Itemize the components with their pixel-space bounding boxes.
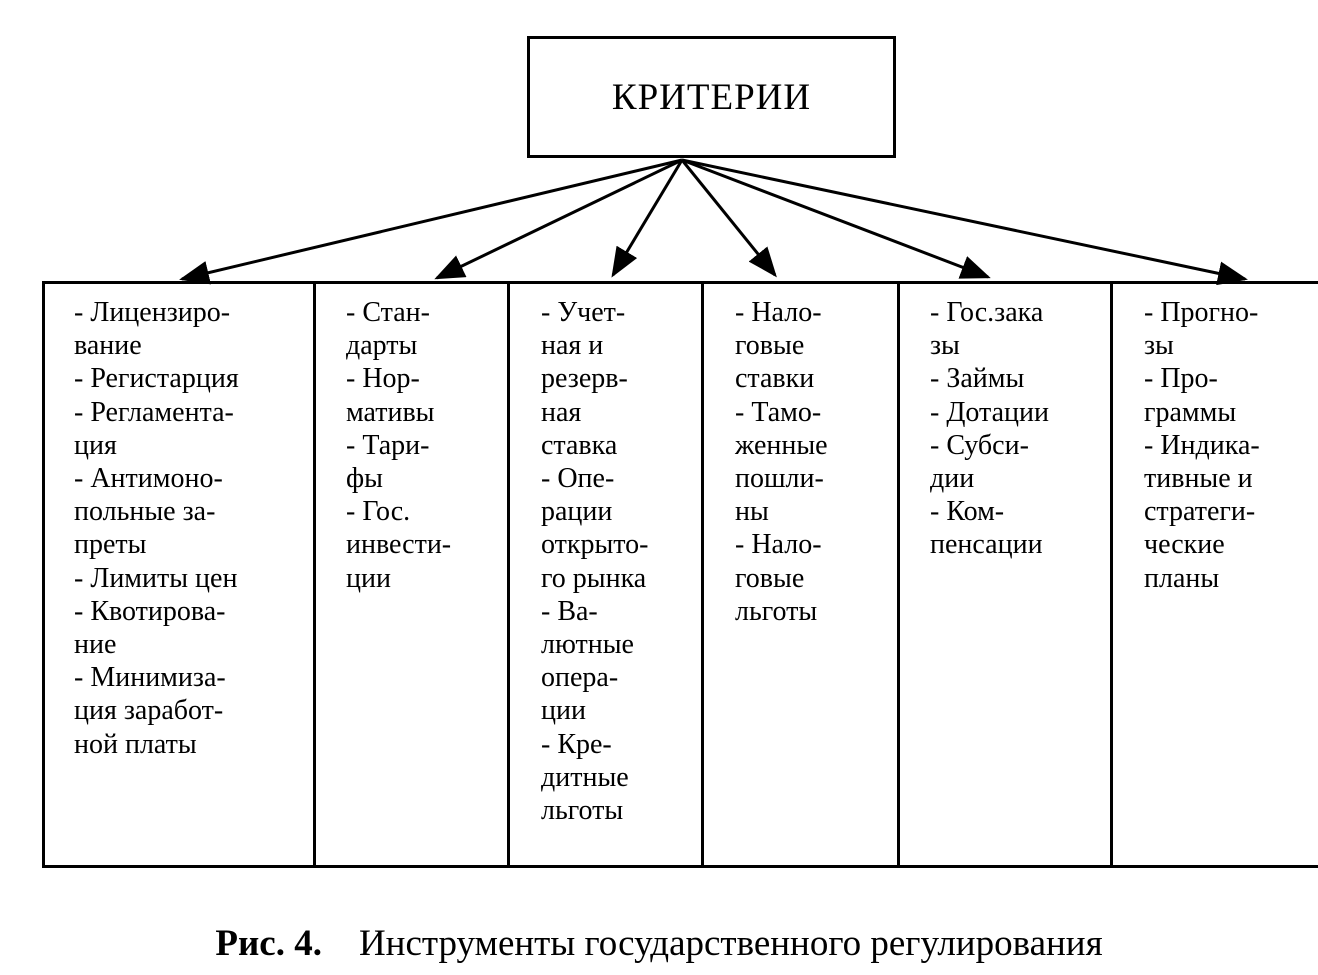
column-1-administrative: - Лицензиро-вание- Регистарция- Регламен… bbox=[74, 296, 239, 761]
column-line: инвести- bbox=[346, 529, 452, 561]
column-line: ции bbox=[541, 695, 586, 727]
column-line: льготы bbox=[735, 595, 818, 627]
column-line: женные bbox=[735, 429, 828, 461]
arrow-to-column-1 bbox=[179, 158, 683, 285]
column-line: - Нор- bbox=[346, 363, 420, 395]
column-line: пенсации bbox=[930, 529, 1043, 561]
column-line: - Регламента- bbox=[74, 396, 234, 428]
column-line: говые bbox=[735, 330, 805, 362]
column-line: ческие bbox=[1144, 529, 1225, 561]
column-line: - Про- bbox=[1144, 363, 1218, 395]
column-divider bbox=[507, 281, 510, 868]
column-line: - Опе- bbox=[541, 463, 615, 495]
column-line: - Гос.зака bbox=[930, 297, 1044, 328]
column-line: мативы bbox=[346, 396, 435, 428]
column-line: - Учет- bbox=[541, 297, 626, 328]
arrow-to-column-2 bbox=[434, 158, 683, 280]
criteria-box: КРИТЕРИИ bbox=[527, 36, 896, 158]
column-line: - Нало- bbox=[735, 529, 822, 561]
column-6-planning: - Прогно-зы- Про-граммы- Индика-тивные и… bbox=[1144, 296, 1260, 595]
column-line: дитные bbox=[541, 761, 629, 793]
column-line: ставка bbox=[541, 429, 618, 461]
column-line: преты bbox=[74, 529, 147, 561]
column-line: - Антимоно- bbox=[74, 463, 223, 495]
column-divider bbox=[313, 281, 316, 868]
column-divider bbox=[897, 281, 900, 868]
column-line: дии bbox=[930, 463, 975, 495]
column-line: - Ком- bbox=[930, 496, 1005, 528]
column-line: стратеги- bbox=[1144, 496, 1256, 528]
column-line: тивные и bbox=[1144, 463, 1253, 495]
column-line: - Стан- bbox=[346, 297, 430, 328]
instruments-table bbox=[42, 281, 1318, 868]
column-line: - Индика- bbox=[1144, 429, 1260, 461]
column-line: лютные bbox=[541, 629, 634, 661]
column-line: - Кре- bbox=[541, 728, 612, 760]
column-line: ставки bbox=[735, 363, 815, 395]
column-line: - Лимиты цен bbox=[74, 562, 238, 594]
column-line: опера- bbox=[541, 662, 619, 694]
column-line: го рынка bbox=[541, 562, 647, 594]
column-line: зы bbox=[930, 330, 960, 362]
column-line: ние bbox=[74, 629, 117, 661]
column-line: - Тари- bbox=[346, 429, 430, 461]
column-line: - Ва- bbox=[541, 595, 598, 627]
column-line: - Гос. bbox=[346, 496, 411, 528]
column-line: резерв- bbox=[541, 363, 628, 395]
criteria-title: КРИТЕРИИ bbox=[611, 76, 812, 118]
column-line: - Минимиза- bbox=[74, 662, 226, 694]
column-line: пошли- bbox=[735, 463, 824, 495]
column-line: - Прогно- bbox=[1144, 297, 1259, 328]
column-line: зы bbox=[1144, 330, 1174, 362]
column-line: - Регистарция bbox=[74, 363, 239, 395]
column-line: рации bbox=[541, 496, 613, 528]
column-line: - Лицензиро- bbox=[74, 297, 231, 328]
column-line: - Квотирова- bbox=[74, 595, 226, 627]
column-line: граммы bbox=[1144, 396, 1237, 428]
column-line: - Тамо- bbox=[735, 396, 822, 428]
arrow-to-column-4 bbox=[680, 159, 777, 278]
column-line: ная bbox=[541, 396, 582, 428]
column-divider bbox=[1110, 281, 1113, 868]
arrow-to-column-5 bbox=[681, 158, 991, 279]
figure-title: Инструменты государственного регулирован… bbox=[358, 923, 1103, 964]
column-divider bbox=[701, 281, 704, 868]
column-line: планы bbox=[1144, 562, 1220, 594]
column-line: ция заработ- bbox=[74, 695, 224, 727]
column-line: дарты bbox=[346, 330, 418, 362]
column-line: говые bbox=[735, 562, 805, 594]
column-line: ны bbox=[735, 496, 769, 528]
column-line: открыто- bbox=[541, 529, 649, 561]
figure-caption: Рис. 4. Инструменты государственного рег… bbox=[0, 922, 1318, 965]
column-line: - Субси- bbox=[930, 429, 1029, 461]
column-line: ной платы bbox=[74, 728, 197, 760]
arrow-to-column-3 bbox=[611, 159, 684, 278]
column-line: льготы bbox=[541, 795, 624, 827]
column-line: фы bbox=[346, 463, 383, 495]
column-line: вание bbox=[74, 330, 142, 362]
column-line: - Дотации bbox=[930, 396, 1050, 428]
column-line: - Займы bbox=[930, 363, 1025, 395]
column-line: польные за- bbox=[74, 496, 216, 528]
column-line: - Нало- bbox=[735, 297, 822, 328]
column-line: ная и bbox=[541, 330, 604, 362]
arrow-to-column-6 bbox=[681, 158, 1248, 286]
column-2-standards: - Стан-дарты- Нор-мативы- Тари-фы- Гос.и… bbox=[346, 296, 451, 595]
column-line: ция bbox=[74, 429, 117, 461]
figure-number: Рис. 4. bbox=[215, 923, 322, 964]
column-line: ции bbox=[346, 562, 391, 594]
